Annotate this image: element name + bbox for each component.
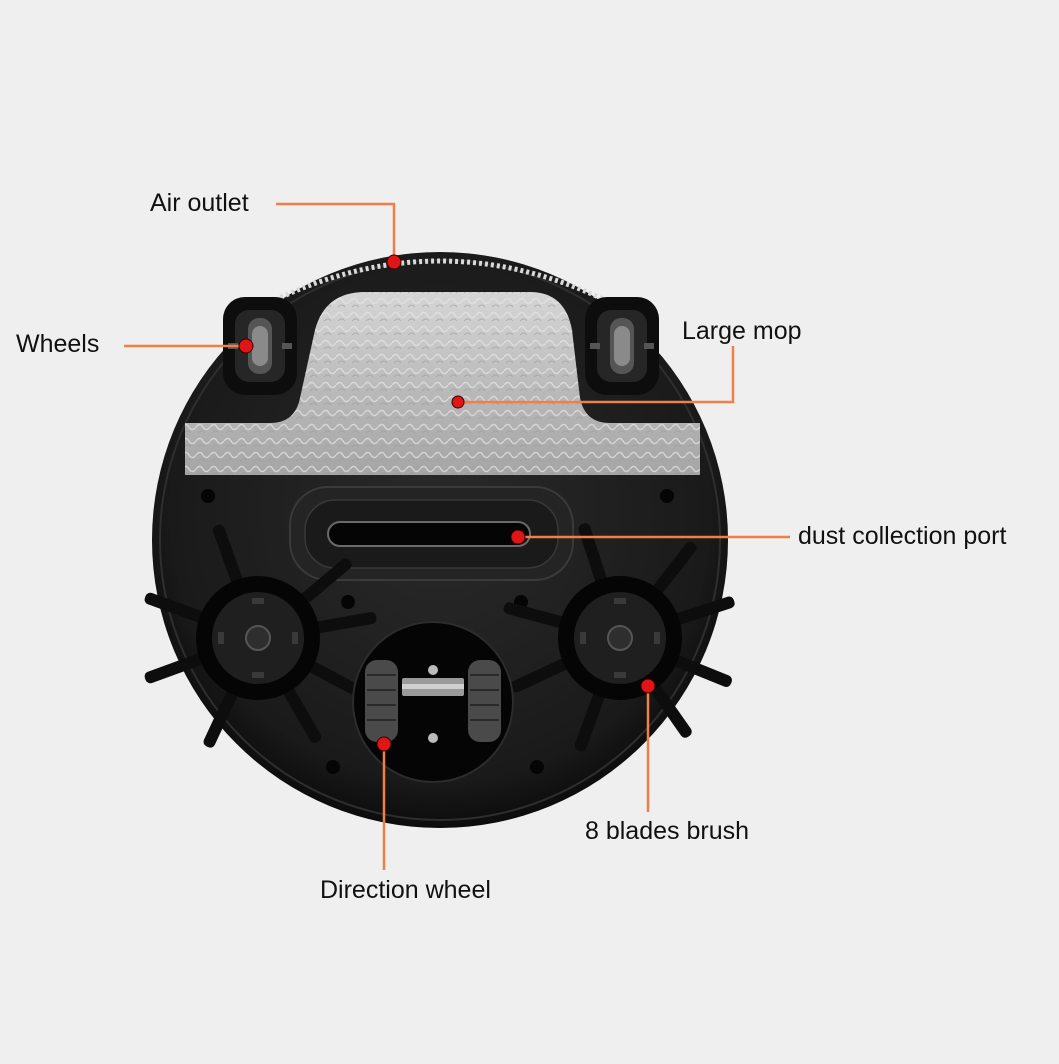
brush-marker	[640, 678, 656, 694]
air-outlet-marker	[386, 254, 402, 270]
mop-pad	[185, 292, 700, 475]
right-side-brush	[503, 523, 735, 752]
brush-label: 8 blades brush	[585, 817, 750, 845]
dust-port-label: dust collection port	[798, 522, 1007, 550]
right-wheel	[585, 297, 659, 395]
large-mop-leader	[458, 346, 735, 404]
air-outlet-label: Air outlet	[150, 189, 249, 217]
wheels-marker	[238, 338, 254, 354]
direction-wheel-assembly	[352, 621, 514, 783]
large-mop-label: Large mop	[682, 317, 802, 345]
wheels-label: Wheels	[16, 330, 100, 358]
left-side-brush	[144, 524, 377, 748]
dust-port-housing	[289, 486, 574, 581]
dust-port-marker	[510, 529, 526, 545]
direction-wheel-label: Direction wheel	[320, 876, 491, 904]
air-outlet-leader	[276, 202, 396, 262]
large-mop-marker	[451, 395, 465, 409]
air-outlet-vent	[273, 258, 607, 303]
direction-wheel-marker	[376, 736, 392, 752]
